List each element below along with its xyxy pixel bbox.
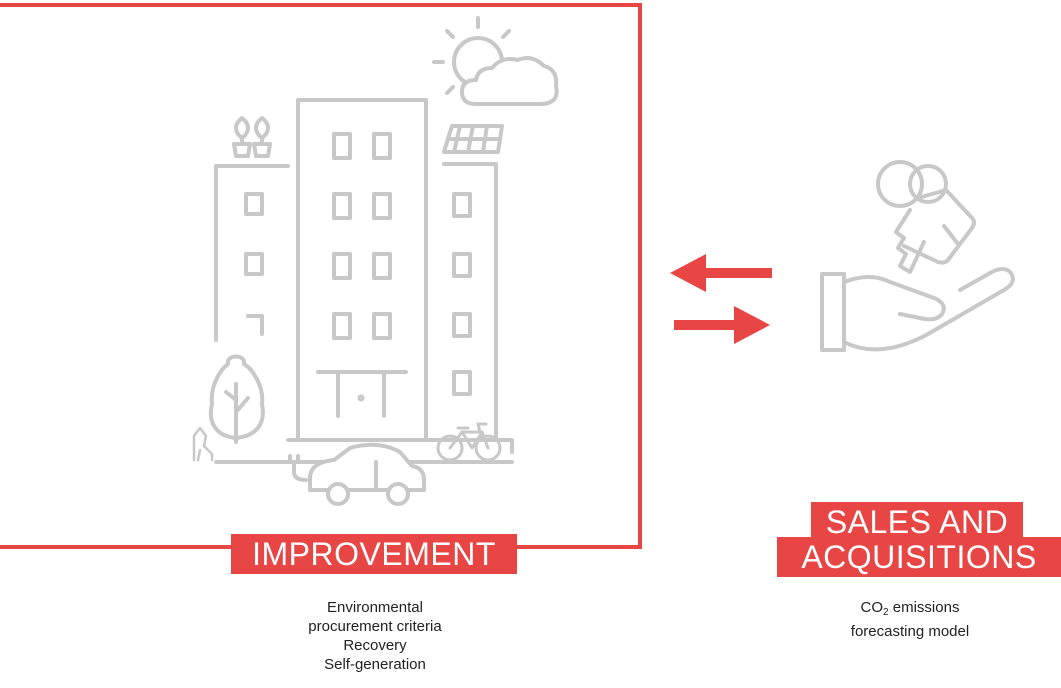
- sales-title-line2: ACQUISITIONS: [777, 537, 1061, 577]
- sales-caption-suffix: emissions: [888, 599, 960, 616]
- solar-panel-icon: [442, 124, 504, 154]
- sales-caption: CO2 emissions forecasting model: [790, 598, 1030, 641]
- co2-prefix: CO: [860, 599, 884, 616]
- improvement-title: IMPROVEMENT: [231, 534, 517, 574]
- improvement-item: Self-generation: [324, 656, 426, 673]
- sales-caption-line1: CO2 emissions: [790, 598, 1030, 622]
- plants-icon: [232, 116, 272, 158]
- arrow-left-icon: [670, 254, 772, 292]
- bicycle-icon: [436, 422, 502, 462]
- arrow-right-icon: [674, 306, 770, 344]
- improvement-item: Recovery: [343, 637, 407, 654]
- tree-icon: [208, 354, 265, 444]
- co2-subscript: 2: [883, 607, 889, 618]
- electric-car-icon: [284, 442, 426, 506]
- dog-icon: [192, 426, 214, 462]
- improvement-item: procurement criteria: [308, 618, 442, 635]
- improvement-item: Environmental: [327, 599, 423, 616]
- sun-cloud-icon: [432, 16, 559, 106]
- sales-caption-line2: forecasting model: [850, 623, 970, 640]
- improvement-caption: Environmental procurement criteria Recov…: [250, 598, 500, 674]
- building-icon: [214, 98, 514, 464]
- hand-keys-icon: [820, 160, 1015, 352]
- sales-title-line1: SALES AND: [811, 502, 1023, 542]
